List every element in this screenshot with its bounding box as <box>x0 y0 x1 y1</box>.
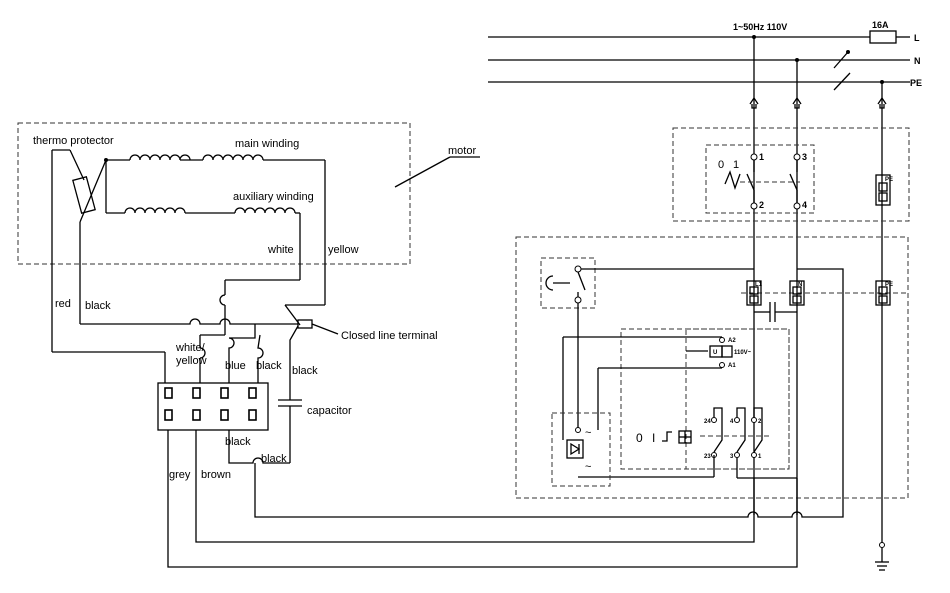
switch-terminal-3: 3 <box>802 152 807 162</box>
supply-spec: 1~50Hz 110V <box>733 22 787 32</box>
vertical-drops <box>749 37 887 545</box>
svg-text:~: ~ <box>585 461 591 473</box>
coil-u: U <box>713 350 717 356</box>
coil-a1: A1 <box>728 363 736 369</box>
wire-black-bottom2-label: black <box>261 453 287 465</box>
pe-terminal-top <box>875 174 891 206</box>
main-switch-box: 1 2 3 4 0 1 PE <box>672 127 910 222</box>
button-1-label: I <box>652 431 655 445</box>
line-pe-label: PE <box>910 78 922 88</box>
closed-line-terminal-label: Closed line terminal <box>341 330 438 342</box>
switch-terminal-4: 4 <box>802 200 807 210</box>
control-box: L1 N PE U 110V~ A2 A1 <box>515 236 909 499</box>
wire-yellow-label: yellow <box>328 244 359 256</box>
svg-text:~: ~ <box>585 427 591 439</box>
wire-white-label: white <box>267 244 294 256</box>
wire-white-yellow-label-2: yellow <box>176 355 207 367</box>
terminal-n: N <box>798 282 802 288</box>
coil-a2: A2 <box>728 338 736 344</box>
contact-23: 23 <box>704 454 711 460</box>
thermo-protector-label: thermo protector <box>33 135 114 147</box>
wire-black-cap-label: black <box>292 365 318 377</box>
switch-pos-1: 1 <box>733 159 739 171</box>
line-l-label: L <box>914 33 920 43</box>
motor-terminal-block <box>157 382 269 431</box>
wire-black-bottom-label: black <box>225 436 251 448</box>
switch-terminal-1: 1 <box>759 152 764 162</box>
wire-black-mid-label: black <box>256 360 282 372</box>
contact-24: 24 <box>704 419 711 425</box>
wire-red-label: red <box>55 298 71 310</box>
line-n-label: N <box>914 56 921 66</box>
wire-white-yellow-label-1: white/ <box>175 342 206 354</box>
wire-black-label: black <box>85 300 111 312</box>
coil-voltage: 110V~ <box>734 350 752 356</box>
capacitor-label: capacitor <box>307 405 352 417</box>
auxiliary-winding-label: auxiliary winding <box>233 191 314 203</box>
switch-terminal-2: 2 <box>759 200 764 210</box>
contact-4: 4 <box>730 419 734 425</box>
button-0-label: 0 <box>636 431 643 445</box>
terminal-l1: L1 <box>755 282 763 288</box>
supply-lines: 1~50Hz 110V 16A L N PE <box>488 20 922 91</box>
fuse-label: 16A <box>872 20 889 30</box>
wire-blue-label: blue <box>225 360 246 372</box>
wire-brown-label: brown <box>201 469 231 481</box>
wire-grey-label: grey <box>169 469 191 481</box>
motor-label: motor <box>448 145 476 157</box>
motor-wiring: white yellow red black white/ yellow blu… <box>51 149 889 571</box>
terminal-pe: PE <box>885 282 893 288</box>
pe-terminal-top-label: PE <box>885 177 893 183</box>
motor-box: motor thermo protector main winding auxi… <box>17 122 480 305</box>
fuse <box>869 30 897 44</box>
contact-2: 2 <box>758 419 762 425</box>
main-winding-label: main winding <box>235 138 299 150</box>
switch-pos-0: 0 <box>718 159 724 171</box>
contact-3: 3 <box>730 454 734 460</box>
closed-line-terminal <box>297 319 313 329</box>
contact-1: 1 <box>758 454 762 460</box>
